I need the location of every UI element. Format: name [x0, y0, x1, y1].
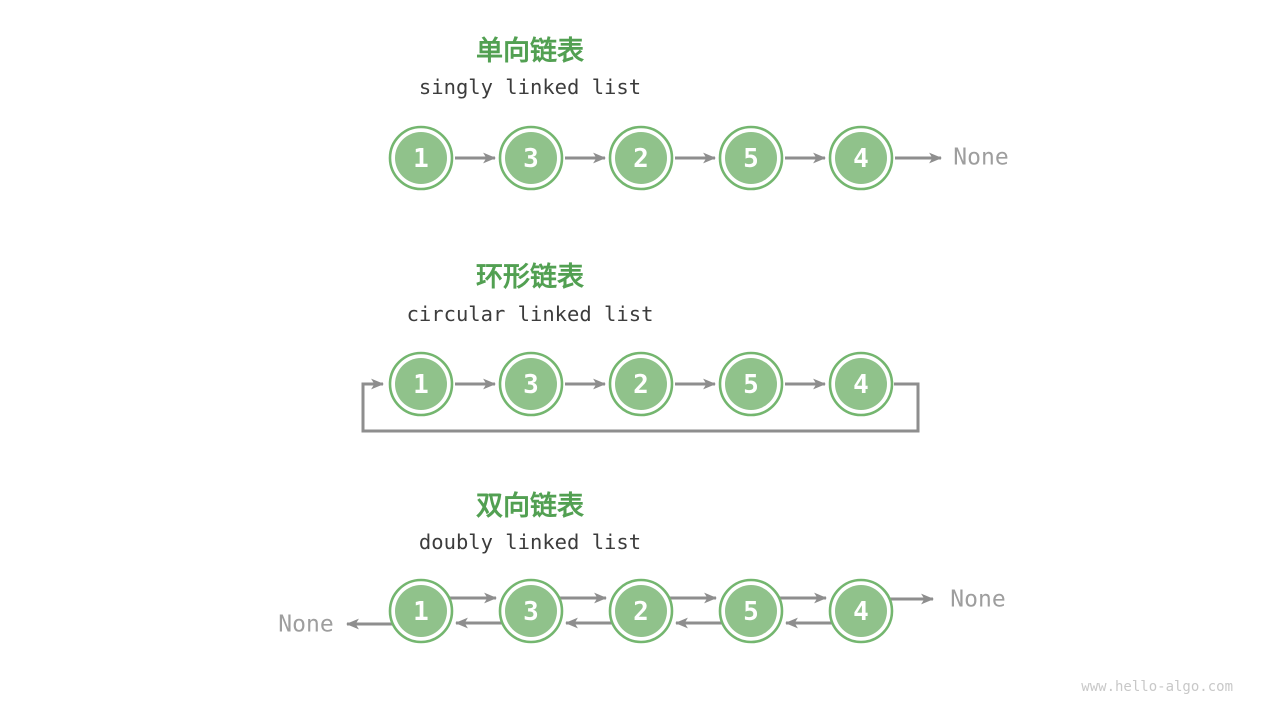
node-body [615, 585, 667, 637]
node-body [505, 132, 557, 184]
list-node: 4 [828, 351, 894, 417]
node-body [835, 585, 887, 637]
node-value: 2 [633, 597, 649, 627]
node-value: 5 [743, 144, 759, 174]
list-node: 2 [608, 578, 674, 644]
node-body [725, 358, 777, 410]
node-value: 1 [413, 370, 429, 400]
node-body [835, 358, 887, 410]
node-value: 5 [743, 370, 759, 400]
node-body [395, 358, 447, 410]
node-value: 5 [743, 597, 759, 627]
list-node: 2 [608, 351, 674, 417]
node-body [615, 132, 667, 184]
list-node: 2 [608, 125, 674, 191]
node-value: 4 [853, 144, 869, 174]
singly-tail-none-label: None [953, 144, 1009, 171]
list-node: 1 [388, 125, 454, 191]
doubly-tail-none-label: None [950, 586, 1006, 613]
list-node: 5 [718, 578, 784, 644]
node-value: 4 [853, 370, 869, 400]
node-value: 4 [853, 597, 869, 627]
section-subtitle-doubly: doubly linked list [418, 530, 642, 554]
list-node: 5 [718, 351, 784, 417]
node-value: 3 [523, 144, 539, 174]
node-value: 3 [523, 370, 539, 400]
node-body [725, 585, 777, 637]
doubly-head-none-label: None [278, 611, 334, 638]
node-body [725, 132, 777, 184]
node-value: 1 [413, 144, 429, 174]
list-node: 4 [828, 125, 894, 191]
list-node: 5 [718, 125, 784, 191]
list-node: 3 [498, 351, 564, 417]
list-node: 4 [828, 578, 894, 644]
doubly-linked-list: 1 3 2 5 4 [345, 578, 935, 644]
node-body [395, 132, 447, 184]
list-node: 1 [388, 351, 454, 417]
section-title-circular: 环形链表 [476, 262, 584, 292]
singly-linked-list: 1 3 2 5 4 [388, 125, 943, 191]
node-body [615, 358, 667, 410]
loop-back-arrow [361, 378, 920, 433]
section-title-doubly: 双向链表 [476, 491, 584, 521]
list-node: 3 [498, 578, 564, 644]
section-subtitle-singly: singly linked list [418, 75, 642, 99]
node-body [505, 358, 557, 410]
circular-linked-list: 1 3 2 5 4 [361, 351, 920, 433]
section-subtitle-circular: circular linked list [406, 302, 654, 326]
node-value: 1 [413, 597, 429, 627]
list-node: 3 [498, 125, 564, 191]
node-body [835, 132, 887, 184]
watermark: www.hello-algo.com [1081, 679, 1233, 695]
list-node: 1 [388, 578, 454, 644]
node-value: 3 [523, 597, 539, 627]
section-title-singly: 单向链表 [476, 36, 584, 66]
node-body [505, 585, 557, 637]
node-body [395, 585, 447, 637]
node-value: 2 [633, 370, 649, 400]
node-value: 2 [633, 144, 649, 174]
